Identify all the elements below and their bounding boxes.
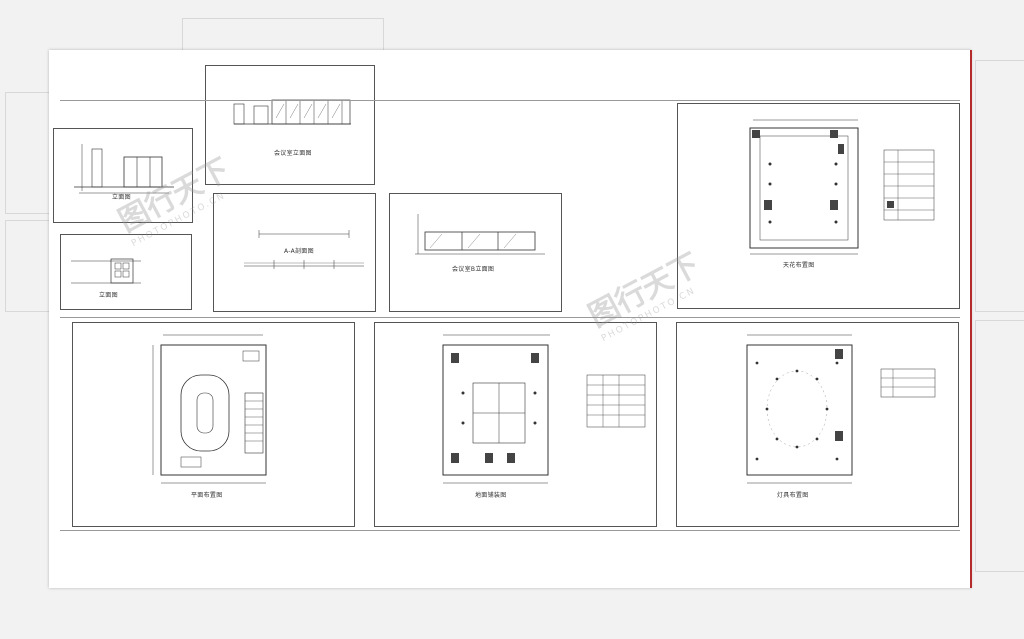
panel-layout-plan[interactable]: 平面布置图 [72, 322, 355, 527]
elevation-small-2-drawing [71, 258, 141, 284]
sheet-divider-mid [60, 317, 960, 318]
ghost-sheet-left-2 [5, 220, 52, 312]
panel-ceiling-plan[interactable]: 天花布置图 [677, 103, 960, 309]
lighting-plan-drawing [746, 334, 936, 484]
sheet-divider-bottom [60, 530, 960, 531]
panel-elevation-small[interactable]: 立面图 [53, 128, 193, 223]
sheet-border-line [970, 50, 972, 588]
layout-plan-drawing [152, 334, 267, 484]
caption-floor-plan: 地面铺装图 [475, 492, 507, 499]
caption-elevation-small: 立面图 [112, 194, 131, 201]
ceiling-plan-drawing [749, 119, 935, 255]
elevation-small-drawing [74, 144, 174, 194]
section-a-drawing [244, 230, 364, 269]
floor-plan-drawing [442, 334, 646, 484]
caption-ceiling-plan: 天花布置图 [783, 262, 815, 269]
ghost-sheet-left [5, 92, 52, 214]
panel-lighting-plan[interactable]: 灯具布置图 [676, 322, 959, 527]
sheet-divider-top [60, 100, 960, 101]
elevation-top-drawing [233, 99, 351, 125]
caption-elevation-top: 会议室立面图 [274, 150, 312, 157]
panel-elevation-top[interactable]: 会议室立面图 [205, 65, 375, 185]
caption-section-a: A-A剖面图 [284, 248, 314, 255]
caption-elevation-glass: 会议室B立面图 [452, 266, 495, 273]
caption-lighting-plan: 灯具布置图 [777, 492, 809, 499]
panel-elevation-glass[interactable]: 会议室B立面图 [389, 193, 562, 312]
elevation-glass-drawing [415, 214, 545, 255]
caption-layout-plan: 平面布置图 [191, 492, 223, 499]
panel-floor-plan[interactable]: 地面铺装图 [374, 322, 657, 527]
caption-elevation-small-2: 立面图 [99, 292, 118, 299]
ghost-sheet-right-2 [975, 320, 1024, 572]
ghost-sheet-right [975, 60, 1024, 312]
panel-elevation-small-2[interactable]: 立面图 [60, 234, 192, 310]
panel-section-a[interactable]: A-A剖面图 [213, 193, 376, 312]
